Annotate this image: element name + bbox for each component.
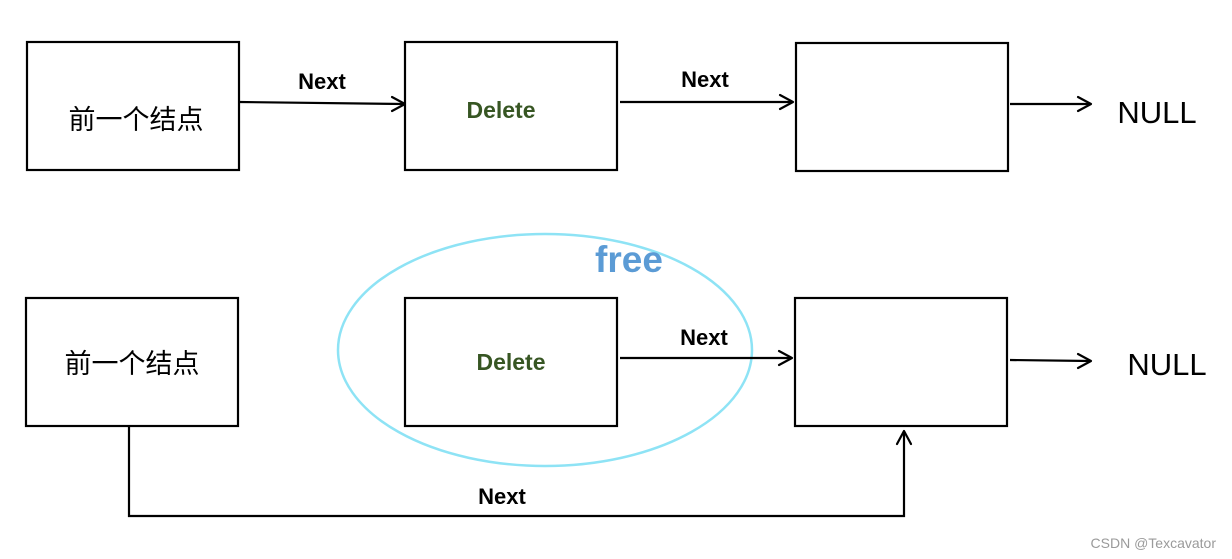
top-prev-node-label: 前一个结点 bbox=[69, 105, 204, 136]
watermark: CSDN @Texcavator bbox=[1091, 535, 1217, 551]
bottom-prev-node-label: 前一个结点 bbox=[65, 349, 200, 380]
bottom-delete-label: Delete bbox=[476, 349, 545, 375]
top-delete-node-box bbox=[403, 40, 619, 172]
top-prev-node-box bbox=[25, 40, 241, 172]
bottom-null-arrow-line bbox=[1009, 358, 1091, 363]
free-label: free bbox=[595, 239, 663, 280]
top-delete-label: Delete bbox=[466, 97, 535, 123]
bottom-row: 前一个结点 free Delete Next NULL Next bbox=[24, 232, 1207, 518]
bottom-null-label: NULL bbox=[1127, 347, 1206, 382]
bypass-next-label: Next bbox=[478, 484, 526, 509]
top-null-arrow-head bbox=[1076, 95, 1093, 113]
top-null-label: NULL bbox=[1117, 95, 1196, 130]
bypass-next-arrow-line bbox=[127, 426, 906, 518]
bottom-delete-node-box bbox=[403, 296, 619, 428]
bottom-null-arrow-head bbox=[1076, 352, 1093, 370]
top-next-node-box bbox=[794, 41, 1010, 173]
bottom-prev-node-box bbox=[24, 296, 240, 428]
top-next-arrow-1-line bbox=[238, 100, 405, 106]
bypass-next-arrow-head bbox=[895, 429, 913, 446]
bottom-next-label: Next bbox=[680, 325, 728, 350]
top-next-label-2: Next bbox=[681, 67, 729, 92]
bottom-next-node-box bbox=[793, 296, 1009, 428]
top-next-arrow-2-head bbox=[778, 93, 795, 111]
free-ellipse bbox=[336, 232, 754, 468]
top-next-label-1: Next bbox=[298, 69, 346, 94]
bottom-next-arrow-head bbox=[777, 349, 794, 367]
top-row: 前一个结点 Next Delete Next NULL bbox=[25, 40, 1197, 173]
